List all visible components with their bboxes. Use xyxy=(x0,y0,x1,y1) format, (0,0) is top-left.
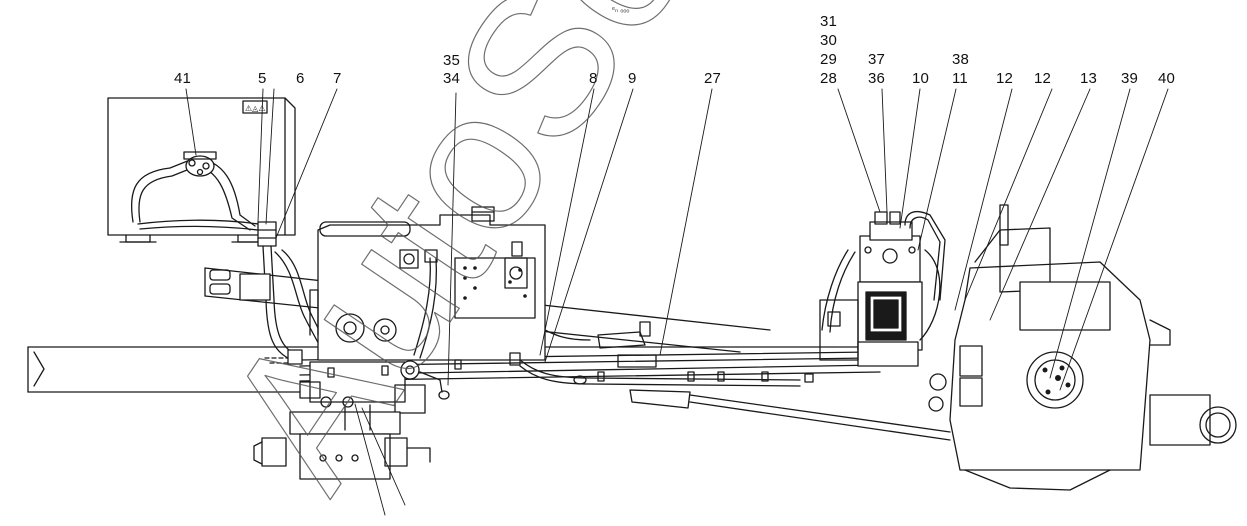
callout-10: 10 xyxy=(912,70,930,87)
control-valve-stack xyxy=(819,211,946,367)
callout-39: 39 xyxy=(1121,70,1139,87)
svg-text:⚠◬⚠: ⚠◬⚠ xyxy=(245,104,266,113)
callout-7: 7 xyxy=(333,70,342,87)
lower-pump-group xyxy=(253,361,431,480)
callout-8: 8 xyxy=(589,70,598,87)
oil-tank: ⚠◬⚠ xyxy=(107,97,296,243)
callout-28: 28 xyxy=(820,70,838,87)
callout-29: 29 xyxy=(820,51,838,68)
right-gearbox xyxy=(928,204,1237,491)
leader-lines xyxy=(185,88,1169,516)
callout-34: 34 xyxy=(443,70,461,87)
callout-31: 31 xyxy=(820,13,838,30)
callout-12b: 12 xyxy=(1034,70,1052,87)
watermark: AutoSoft xyxy=(180,0,795,525)
callout-27: 27 xyxy=(704,70,722,87)
callout-38: 38 xyxy=(952,51,970,68)
callout-9: 9 xyxy=(628,70,637,87)
callout-37: 37 xyxy=(868,51,886,68)
watermark-text: AutoSoft xyxy=(181,0,795,521)
callout-40: 40 xyxy=(1158,70,1176,87)
arm-cylinders xyxy=(597,321,951,441)
callout-36: 36 xyxy=(868,70,886,87)
callout-11: 11 xyxy=(952,70,968,87)
callout-13: 13 xyxy=(1080,70,1098,87)
callout-6: 6 xyxy=(296,70,305,87)
callout-5: 5 xyxy=(258,70,267,87)
valve-junction xyxy=(400,360,450,400)
callout-12a: 12 xyxy=(996,70,1014,87)
header-mark: ᵉₙ ₒₒₒ xyxy=(612,5,629,14)
callout-41: 41 xyxy=(174,70,192,87)
center-block xyxy=(309,206,546,361)
callout-35: 35 xyxy=(443,52,461,69)
callout-30: 30 xyxy=(820,32,838,49)
pipe-clamps xyxy=(327,329,814,387)
